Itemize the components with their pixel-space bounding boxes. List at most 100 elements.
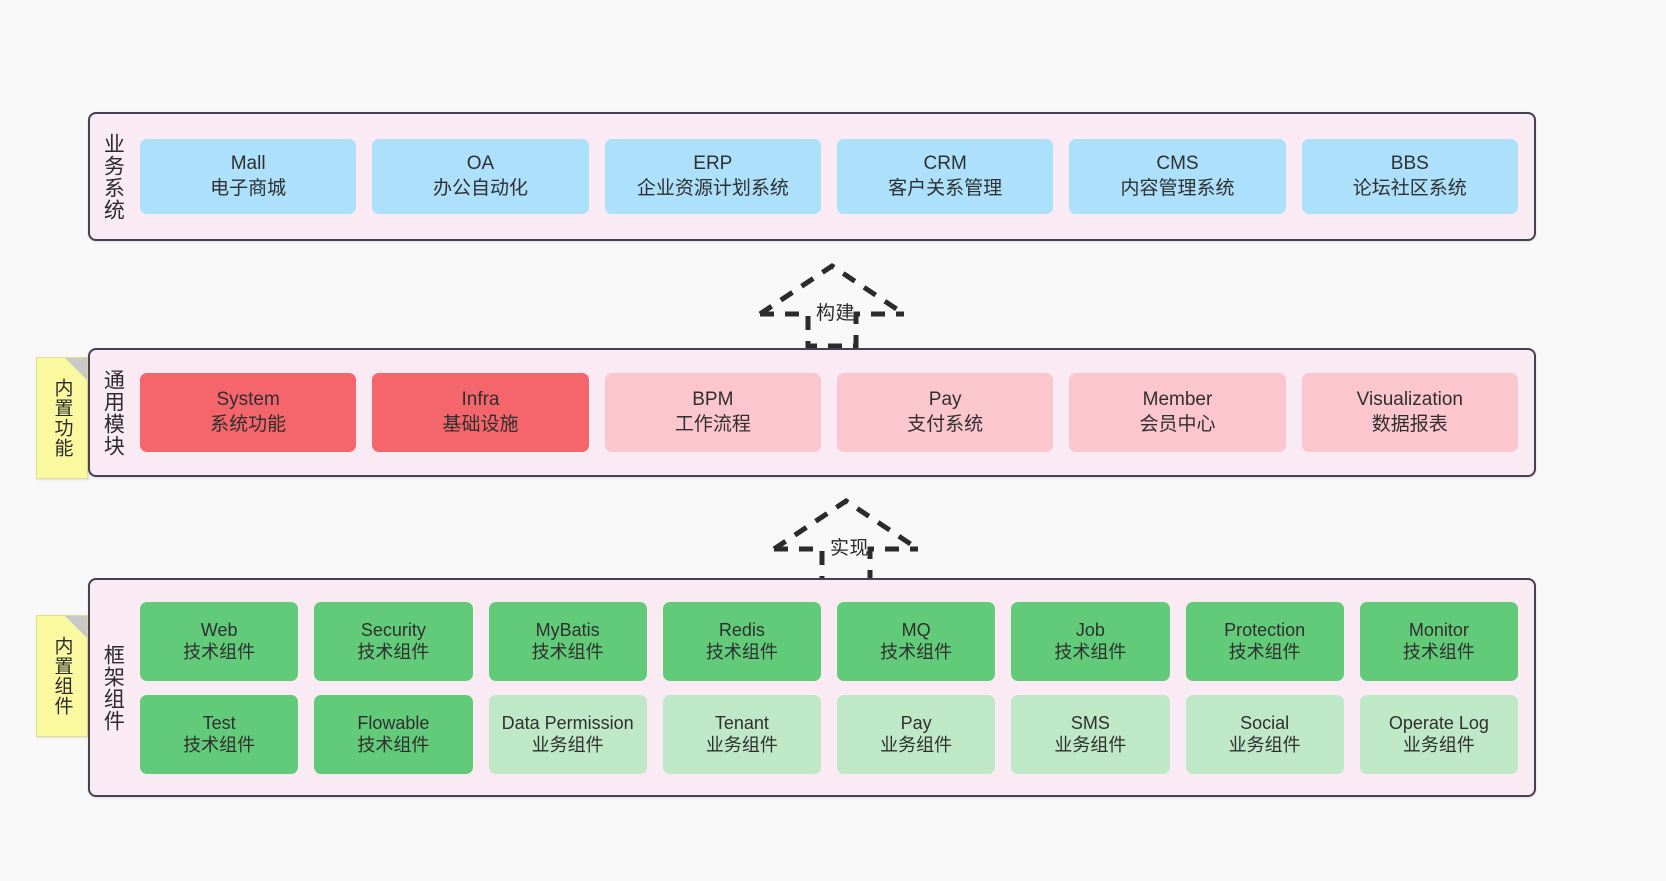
cell-primary-label: OA <box>466 152 495 174</box>
cell-bpm[interactable]: BPM 工作流程 <box>604 373 821 452</box>
cell-primary-label: SMS <box>1070 712 1110 733</box>
cell-oa[interactable]: OA 办公自动化 <box>372 139 589 214</box>
cell-secondary-label: 技术组件 <box>705 642 778 662</box>
cell-primary-label: MyBatis <box>535 619 600 640</box>
cell-primary-label: Infra <box>461 388 500 410</box>
cell-secondary-label: 基础设施 <box>442 413 519 435</box>
cell-primary-label: Mall <box>230 152 266 174</box>
implement-arrow-label: 实现 <box>830 538 870 559</box>
cell-pay[interactable]: Pay 支付系统 <box>836 373 1054 452</box>
layer-title-framework-components: 框架组件 <box>101 643 125 732</box>
cell-tenant[interactable]: Tenant 业务组件 <box>662 694 821 774</box>
cell-primary-label: Web <box>200 619 238 640</box>
cell-primary-label: Operate Log <box>1388 712 1489 733</box>
cell-visualization[interactable]: Visualization 数据报表 <box>1301 373 1518 452</box>
cell-primary-label: Pay <box>900 712 932 733</box>
cell-test[interactable]: Test 技术组件 <box>140 694 299 774</box>
layer-body-framework-components: Web 技术组件 Security 技术组件 MyBatis 技术组件 Redi… <box>134 580 1534 795</box>
cell-primary-label: Flowable <box>357 712 430 733</box>
cell-primary-label: Test <box>202 712 236 733</box>
cell-secondary-label: 会员中心 <box>1139 413 1216 435</box>
cell-secondary-label: 数据报表 <box>1371 413 1448 435</box>
layer-common-modules: 通用模块 System 系统功能 Infra 基础设施 BPM 工作流程 Pay… <box>88 348 1536 477</box>
layer-framework-components: 框架组件 Web 技术组件 Security 技术组件 MyBatis 技术组件… <box>88 578 1536 797</box>
cell-primary-label: MQ <box>901 619 931 640</box>
cell-mybatis[interactable]: MyBatis 技术组件 <box>488 601 647 681</box>
cell-secondary-label: 技术组件 <box>1402 642 1475 662</box>
cell-primary-label: CMS <box>1156 152 1199 174</box>
cell-monitor[interactable]: Monitor 技术组件 <box>1359 601 1518 681</box>
layer-row: Test 技术组件 Flowable 技术组件 Data Permission … <box>140 694 1518 774</box>
note-builtin-components[interactable]: 内置组件 <box>36 615 88 737</box>
cell-secondary-label: 技术组件 <box>357 642 430 662</box>
note-label: 内置功能 <box>51 378 73 458</box>
cell-secondary-label: 技术组件 <box>1228 642 1301 662</box>
cell-web[interactable]: Web 技术组件 <box>140 601 299 681</box>
cell-job[interactable]: Job 技术组件 <box>1011 601 1170 681</box>
layer-title-business-systems: 业务系统 <box>101 132 125 221</box>
cell-primary-label: BPM <box>692 388 734 410</box>
cell-secondary-label: 企业资源计划系统 <box>636 177 789 199</box>
cell-primary-label: Monitor <box>1408 619 1469 640</box>
cell-primary-label: Member <box>1142 388 1213 410</box>
cell-operate-log[interactable]: Operate Log 业务组件 <box>1359 694 1518 774</box>
note-builtin-functions[interactable]: 内置功能 <box>36 357 88 479</box>
cell-mq[interactable]: MQ 技术组件 <box>837 601 996 681</box>
cell-primary-label: Tenant <box>714 712 769 733</box>
layer-row: System 系统功能 Infra 基础设施 BPM 工作流程 Pay 支付系统… <box>140 373 1518 452</box>
cell-secondary-label: 办公自动化 <box>432 177 528 199</box>
cell-secondary-label: 支付系统 <box>907 413 984 435</box>
cell-secondary-label: 业务组件 <box>531 735 604 755</box>
layer-body-business-systems: Mall 电子商城 OA 办公自动化 ERP 企业资源计划系统 CRM 客户关系… <box>134 114 1534 239</box>
cell-primary-label: Visualization <box>1356 388 1463 410</box>
cell-member[interactable]: Member 会员中心 <box>1069 373 1286 452</box>
cell-secondary-label: 工作流程 <box>674 413 751 435</box>
layer-row: Mall 电子商城 OA 办公自动化 ERP 企业资源计划系统 CRM 客户关系… <box>140 139 1518 214</box>
cell-primary-label: Social <box>1240 712 1290 733</box>
cell-erp[interactable]: ERP 企业资源计划系统 <box>604 139 821 214</box>
cell-secondary-label: 技术组件 <box>183 735 256 755</box>
cell-secondary-label: 客户关系管理 <box>888 177 1003 199</box>
page-fold-icon <box>65 616 87 638</box>
cell-primary-label: Security <box>360 619 426 640</box>
cell-cms[interactable]: CMS 内容管理系统 <box>1069 139 1286 214</box>
cell-bbs[interactable]: BBS 论坛社区系统 <box>1301 139 1518 214</box>
cell-redis[interactable]: Redis 技术组件 <box>662 601 821 681</box>
layer-body-common-modules: System 系统功能 Infra 基础设施 BPM 工作流程 Pay 支付系统… <box>134 350 1534 475</box>
implement-arrow: 实现 <box>766 493 926 584</box>
cell-primary-label: Data Permission <box>501 712 634 733</box>
cell-system[interactable]: System 系统功能 <box>140 373 357 452</box>
cell-secondary-label: 业务组件 <box>705 735 778 755</box>
layer-business-systems: 业务系统 Mall 电子商城 OA 办公自动化 ERP 企业资源计划系统 CRM… <box>88 112 1536 241</box>
cell-secondary-label: 技术组件 <box>1054 642 1127 662</box>
note-label: 内置组件 <box>51 636 73 716</box>
cell-protection[interactable]: Protection 技术组件 <box>1185 601 1344 681</box>
cell-primary-label: CRM <box>923 152 967 174</box>
cell-infra[interactable]: Infra 基础设施 <box>372 373 589 452</box>
cell-secondary-label: 内容管理系统 <box>1120 177 1235 199</box>
page-fold-icon <box>65 358 87 380</box>
cell-crm[interactable]: CRM 客户关系管理 <box>836 139 1054 214</box>
cell-secondary-label: 业务组件 <box>1402 735 1475 755</box>
cell-pay-component[interactable]: Pay 业务组件 <box>837 694 996 774</box>
cell-primary-label: BBS <box>1390 152 1429 174</box>
cell-secondary-label: 技术组件 <box>183 642 256 662</box>
cell-secondary-label: 业务组件 <box>1228 735 1301 755</box>
cell-secondary-label: 技术组件 <box>880 642 953 662</box>
cell-primary-label: ERP <box>693 152 733 174</box>
cell-security[interactable]: Security 技术组件 <box>314 601 473 681</box>
cell-mall[interactable]: Mall 电子商城 <box>140 139 357 214</box>
cell-secondary-label: 业务组件 <box>880 735 953 755</box>
cell-primary-label: Redis <box>718 619 765 640</box>
cell-secondary-label: 电子商城 <box>210 177 287 199</box>
cell-sms[interactable]: SMS 业务组件 <box>1011 694 1170 774</box>
cell-secondary-label: 技术组件 <box>357 735 430 755</box>
cell-data-permission[interactable]: Data Permission 业务组件 <box>488 694 647 774</box>
cell-primary-label: Pay <box>928 388 962 410</box>
build-arrow-label: 构建 <box>816 303 856 324</box>
cell-flowable[interactable]: Flowable 技术组件 <box>314 694 473 774</box>
cell-secondary-label: 业务组件 <box>1054 735 1127 755</box>
cell-social[interactable]: Social 业务组件 <box>1185 694 1344 774</box>
cell-secondary-label: 系统功能 <box>210 413 287 435</box>
